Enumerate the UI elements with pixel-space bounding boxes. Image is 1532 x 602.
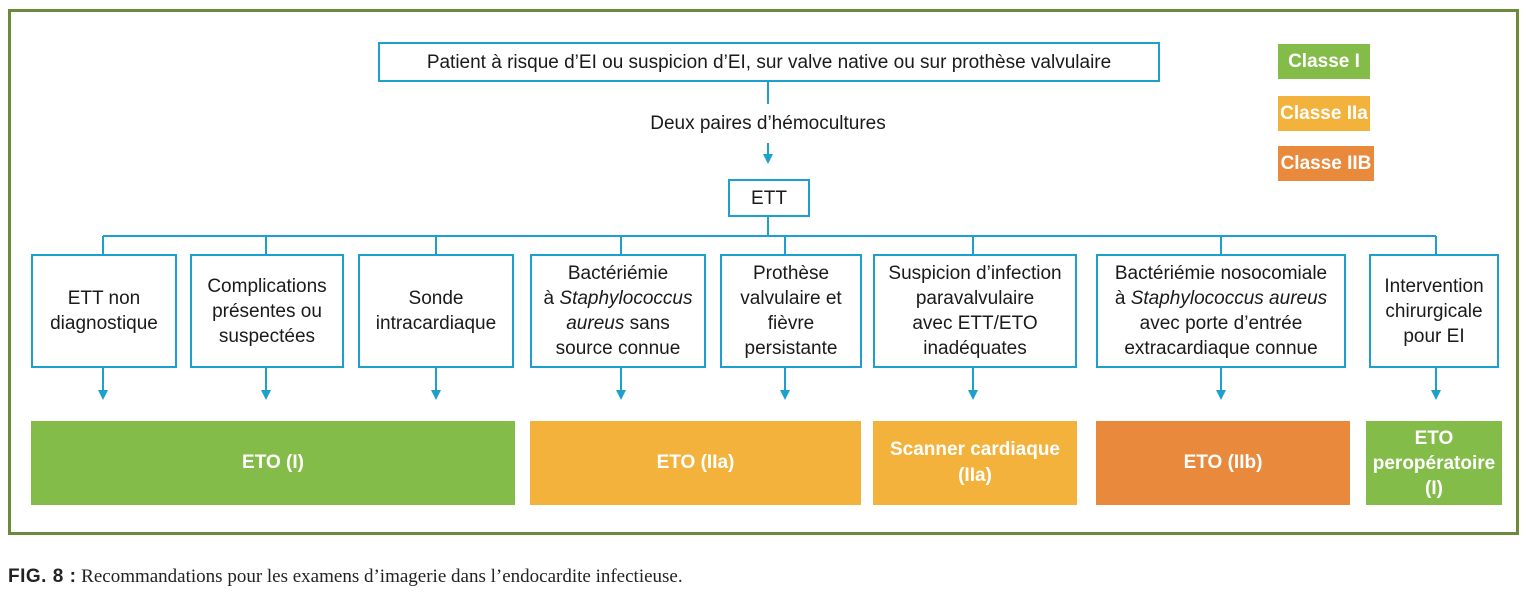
patient-risk-box: Patient à risque d’EI ou suspicion d’EI,… bbox=[378, 42, 1160, 82]
result-scanner-cardiaque: Scanner cardiaque(IIa) bbox=[873, 421, 1077, 505]
blood-cultures-text: Deux paires d’hémocultures bbox=[650, 113, 886, 134]
figure-caption: FIG. 8 : Recommandations pour les examen… bbox=[8, 566, 683, 588]
legend-class-i-text: Classe I bbox=[1288, 50, 1360, 72]
result-eto-iia: ETO (IIa) bbox=[530, 421, 861, 505]
legend-class-iib: Classe IIB bbox=[1278, 146, 1374, 181]
legend-class-iia: Classe IIa bbox=[1278, 96, 1370, 131]
figure-caption-text: Recommandations pour les examens d’image… bbox=[76, 566, 683, 587]
ett-box: ETT bbox=[728, 179, 810, 217]
patient-risk-text: Patient à risque d’EI ou suspicion d’EI,… bbox=[426, 51, 1112, 73]
result-eto-i: ETO (I) bbox=[31, 421, 515, 505]
ett-text: ETT bbox=[751, 187, 787, 209]
result-eto-iib: ETO (IIb) bbox=[1096, 421, 1350, 505]
legend-class-iib-text: Classe IIB bbox=[1280, 152, 1372, 174]
figure-label: FIG. 8 : bbox=[8, 566, 77, 587]
legend-class-iia-text: Classe IIa bbox=[1280, 102, 1368, 124]
legend-class-i: Classe I bbox=[1278, 44, 1370, 79]
blood-cultures-label: Deux paires d’hémocultures bbox=[600, 113, 936, 135]
